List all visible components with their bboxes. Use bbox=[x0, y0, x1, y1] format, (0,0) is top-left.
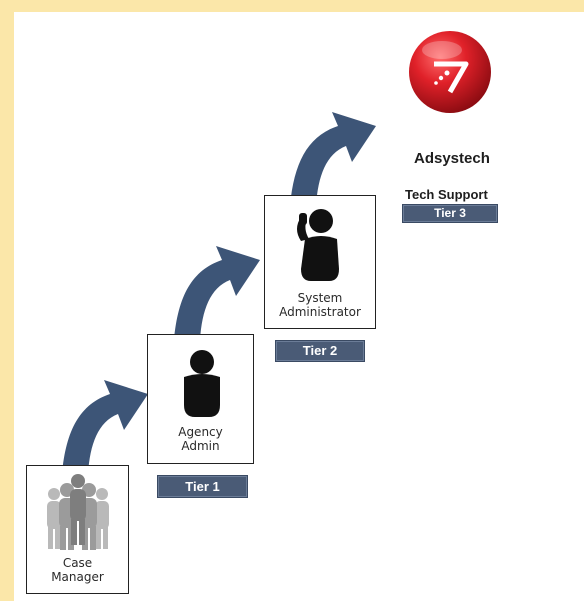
system-administrator-box: System Administrator bbox=[264, 195, 376, 329]
tier-3-badge: Tier 3 bbox=[402, 204, 498, 223]
adsystech-logo-icon bbox=[409, 31, 491, 113]
agency-admin-label: Agency Admin bbox=[178, 425, 223, 453]
agency-admin-box: Agency Admin bbox=[147, 334, 254, 464]
tech-support-label: Tech Support bbox=[405, 187, 488, 202]
system-administrator-label: System Administrator bbox=[279, 291, 361, 319]
brand-name: Adsystech bbox=[414, 150, 490, 167]
tier-2-badge: Tier 2 bbox=[275, 340, 365, 362]
up-arrow-icon bbox=[290, 112, 376, 206]
up-arrow-icon bbox=[174, 246, 260, 340]
person-on-phone-icon bbox=[297, 209, 339, 281]
tier-1-badge: Tier 1 bbox=[157, 475, 248, 498]
case-manager-label: Case Manager bbox=[51, 556, 104, 584]
up-arrow-icon bbox=[62, 380, 148, 474]
case-manager-box: Case Manager bbox=[26, 465, 129, 594]
person-icon bbox=[184, 350, 220, 417]
group-people-icon bbox=[47, 474, 109, 550]
diagram-panel: Case Manager Agency Admin Tier 1 System … bbox=[14, 12, 584, 601]
